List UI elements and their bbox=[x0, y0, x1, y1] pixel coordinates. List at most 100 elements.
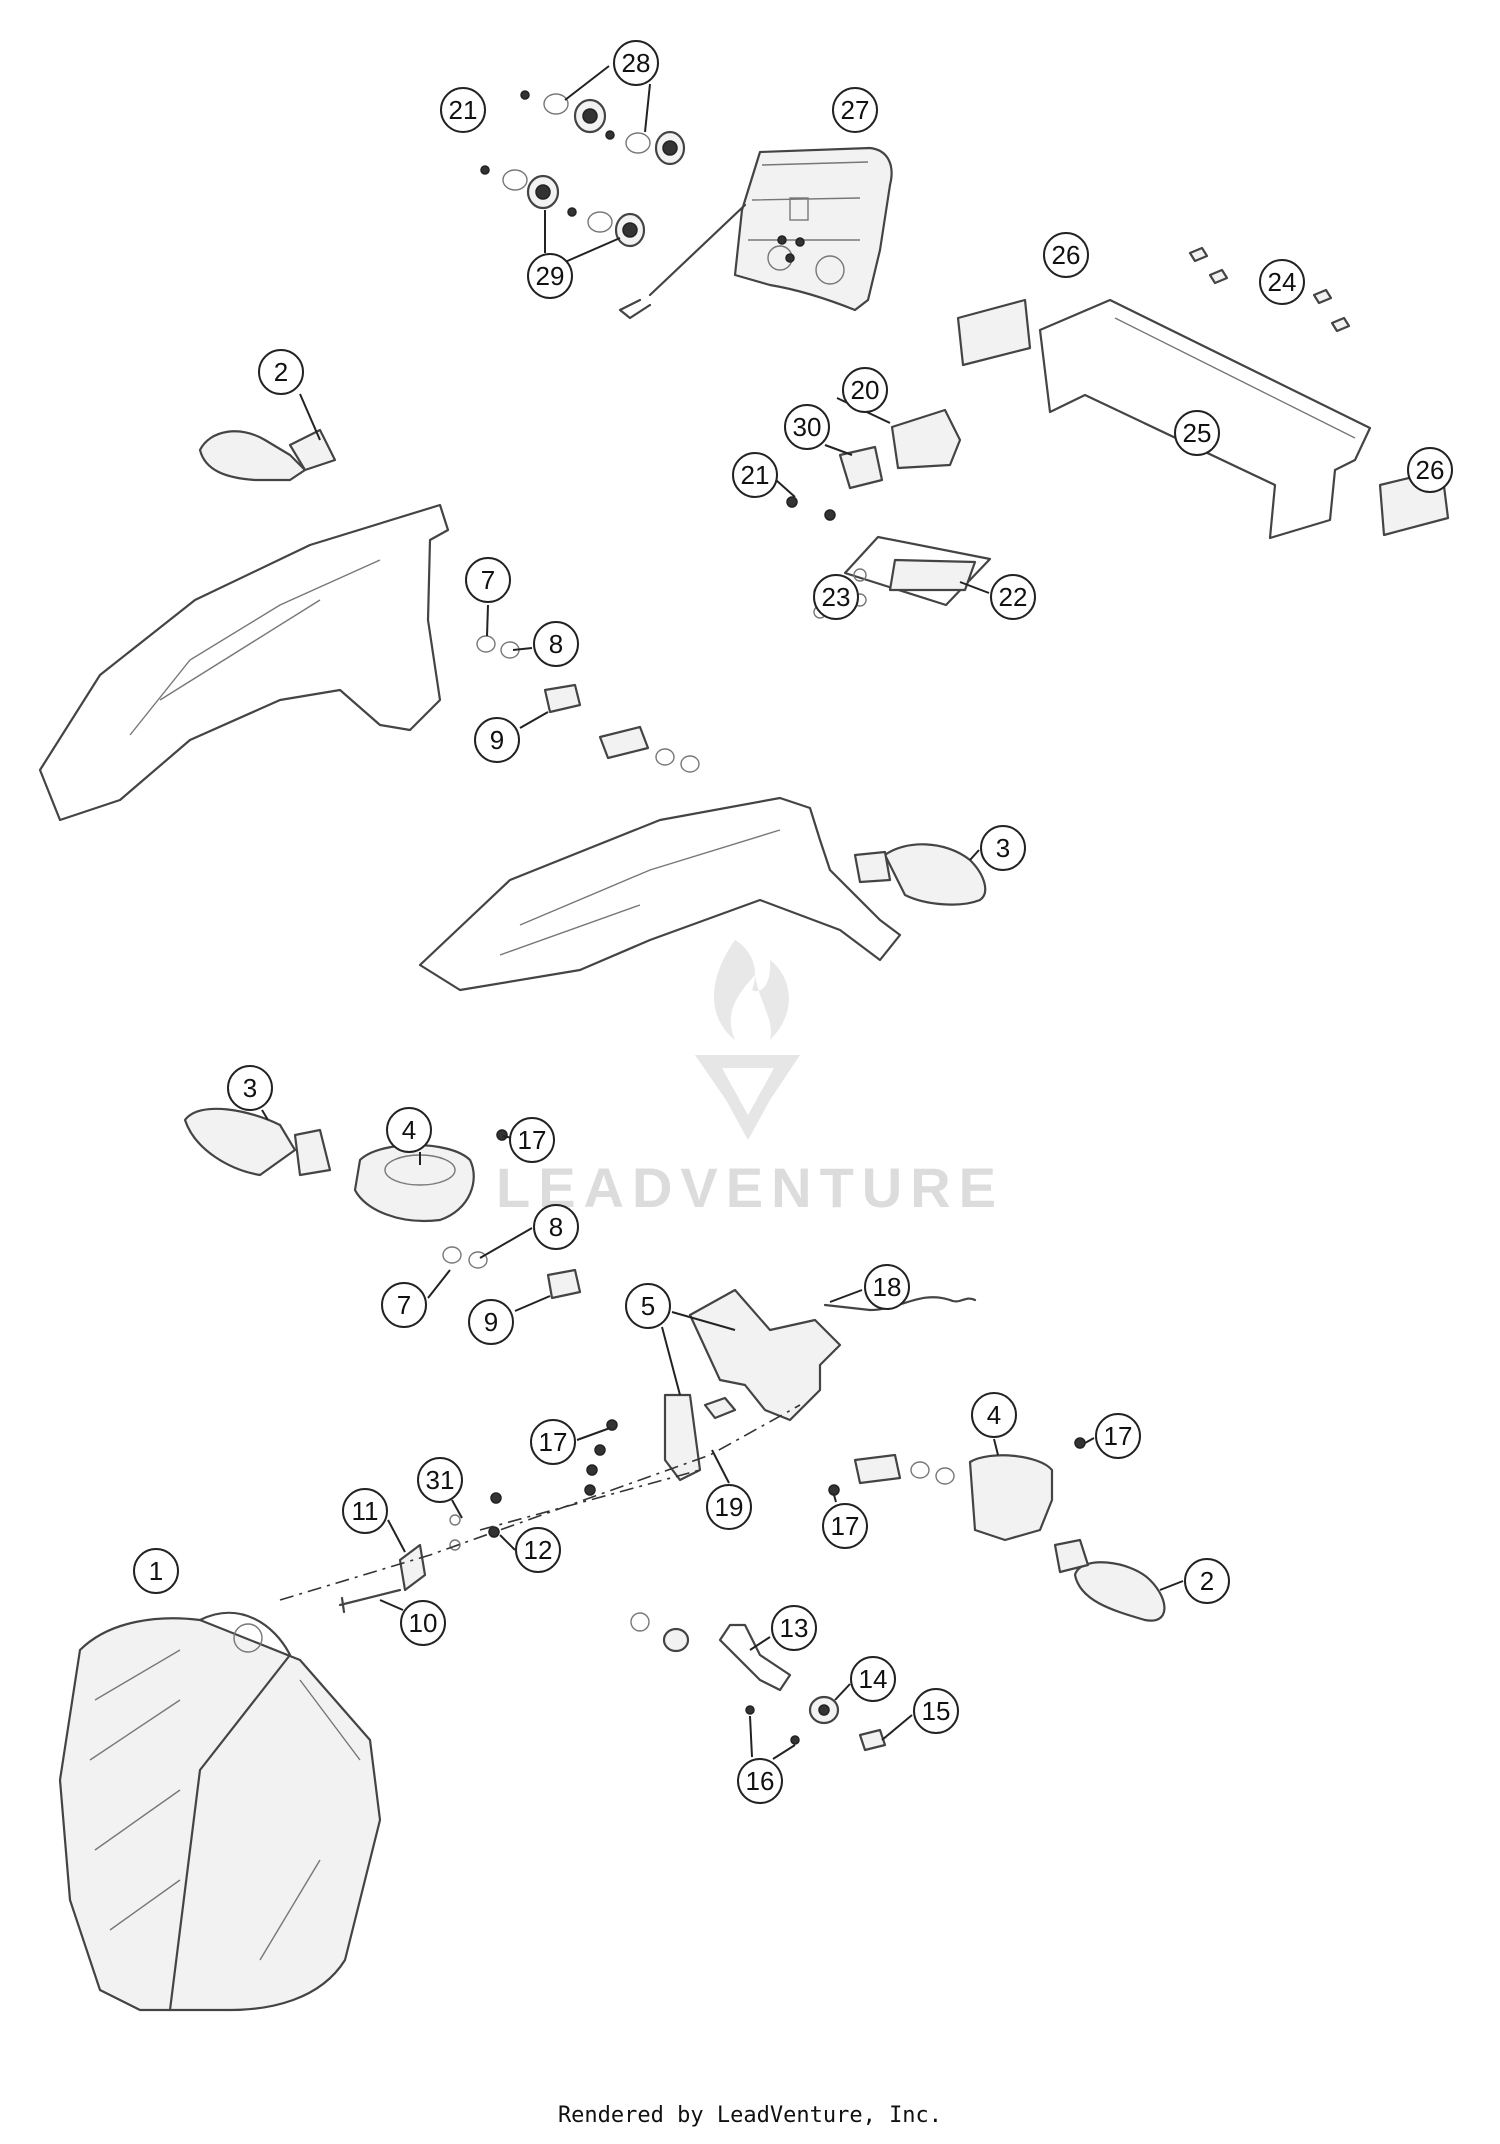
callout-17-a: 17 bbox=[509, 1117, 555, 1163]
callout-label: 2 bbox=[274, 357, 288, 387]
callout-circle bbox=[737, 1758, 783, 1804]
callout-label: 31 bbox=[426, 1465, 455, 1495]
callout-circle bbox=[1174, 410, 1220, 456]
callout-circle bbox=[990, 574, 1036, 620]
callout-4-right: 4 bbox=[971, 1392, 1017, 1438]
callout-circle bbox=[980, 825, 1026, 871]
callout-label: 5 bbox=[641, 1291, 655, 1321]
rear-bracket-left bbox=[38, 503, 450, 822]
callout-label: 9 bbox=[484, 1307, 498, 1337]
callout-label: 3 bbox=[996, 833, 1010, 863]
callout-26-a: 26 bbox=[1043, 232, 1089, 278]
callout-label: 8 bbox=[549, 1212, 563, 1242]
flame-logo-shape bbox=[714, 940, 789, 1040]
callout-17-b: 17 bbox=[1095, 1413, 1141, 1459]
callout-circle bbox=[386, 1107, 432, 1153]
callout-label: 4 bbox=[987, 1400, 1001, 1430]
callout-label: 17 bbox=[831, 1511, 860, 1541]
callout-label: 26 bbox=[1052, 240, 1081, 270]
callout-7-mid: 7 bbox=[381, 1282, 427, 1328]
headlight-bracket bbox=[663, 1288, 842, 1482]
callout-label: 7 bbox=[397, 1290, 411, 1320]
callout-circle bbox=[342, 1488, 388, 1534]
callout-12: 12 bbox=[515, 1527, 561, 1573]
callout-18: 18 bbox=[864, 1264, 910, 1310]
callout-21-mid: 21 bbox=[732, 452, 778, 498]
callout-circle bbox=[813, 574, 859, 620]
rendered-by-footer: Rendered by LeadVenture, Inc. bbox=[557, 2103, 943, 2128]
callout-circle bbox=[381, 1282, 427, 1328]
callout-circle bbox=[515, 1527, 561, 1573]
callout-label: 17 bbox=[518, 1125, 547, 1155]
callout-circle bbox=[842, 367, 888, 413]
callout-label: 25 bbox=[1183, 418, 1212, 448]
license-light bbox=[890, 408, 962, 470]
callout-label: 19 bbox=[715, 1492, 744, 1522]
callout-label: 11 bbox=[352, 1496, 379, 1526]
callout-label: 20 bbox=[851, 375, 880, 405]
callout-25: 25 bbox=[1174, 410, 1220, 456]
callout-circle bbox=[784, 404, 830, 450]
callout-23: 23 bbox=[813, 574, 859, 620]
callout-15: 15 bbox=[913, 1688, 959, 1734]
callout-circle bbox=[971, 1392, 1017, 1438]
callout-label: 7 bbox=[481, 565, 495, 595]
callout-circle bbox=[533, 621, 579, 667]
callout-14: 14 bbox=[850, 1656, 896, 1702]
callout-9-mid: 9 bbox=[468, 1299, 514, 1345]
callout-label: 27 bbox=[841, 95, 870, 125]
callout-circle bbox=[771, 1605, 817, 1651]
callout-circle bbox=[832, 87, 878, 133]
callout-label: 26 bbox=[1416, 455, 1445, 485]
assembly-lines bbox=[279, 1404, 801, 1601]
callout-label: 1 bbox=[149, 1556, 163, 1586]
front-indicator-left bbox=[183, 1107, 332, 1177]
watermark-text: LEADVENTURE bbox=[496, 1156, 1004, 1219]
reflector-left bbox=[956, 298, 1032, 367]
callout-label: 29 bbox=[536, 261, 565, 291]
headlight bbox=[58, 1611, 382, 2012]
callout-label: 17 bbox=[1104, 1421, 1133, 1451]
callout-circle bbox=[1043, 232, 1089, 278]
callout-circle bbox=[533, 1204, 579, 1250]
callout-label: 16 bbox=[746, 1766, 775, 1796]
v-logo-shape bbox=[695, 1055, 800, 1140]
callout-circle bbox=[1095, 1413, 1141, 1459]
callout-circle bbox=[400, 1600, 446, 1646]
callout-circle bbox=[850, 1656, 896, 1702]
callout-10: 10 bbox=[400, 1600, 446, 1646]
leadventure-watermark: LEADVENTURE bbox=[496, 940, 1004, 1219]
callout-16: 16 bbox=[737, 1758, 783, 1804]
callout-8-top: 8 bbox=[533, 621, 579, 667]
callout-circle bbox=[474, 717, 520, 763]
callout-26-b: 26 bbox=[1407, 447, 1453, 493]
callout-circle bbox=[440, 87, 486, 133]
callout-3-mid: 3 bbox=[227, 1065, 273, 1111]
callout-label: 10 bbox=[409, 1608, 438, 1638]
callout-20: 20 bbox=[842, 367, 888, 413]
callout-label: 21 bbox=[449, 95, 478, 125]
callout-label: 17 bbox=[539, 1427, 568, 1457]
front-indicator-right bbox=[1053, 1538, 1166, 1622]
callout-label: 18 bbox=[873, 1272, 902, 1302]
callout-30: 30 bbox=[784, 404, 830, 450]
callout-circle bbox=[1184, 1558, 1230, 1604]
callout-3-top: 3 bbox=[980, 825, 1026, 871]
callout-31: 31 bbox=[417, 1457, 463, 1503]
callout-circle bbox=[1259, 259, 1305, 305]
callout-21-top: 21 bbox=[440, 87, 486, 133]
callout-label: 24 bbox=[1268, 267, 1297, 297]
callout-24: 24 bbox=[1259, 259, 1305, 305]
callout-29: 29 bbox=[527, 253, 573, 299]
indicator-mount-right bbox=[968, 1454, 1054, 1542]
callout-7-top: 7 bbox=[465, 557, 511, 603]
callout-label: 30 bbox=[793, 412, 822, 442]
callout-circle bbox=[417, 1457, 463, 1503]
callout-circle bbox=[732, 452, 778, 498]
callout-17-c: 17 bbox=[530, 1419, 576, 1465]
rear-indicator-right bbox=[853, 843, 987, 906]
callout-circle bbox=[822, 1503, 868, 1549]
